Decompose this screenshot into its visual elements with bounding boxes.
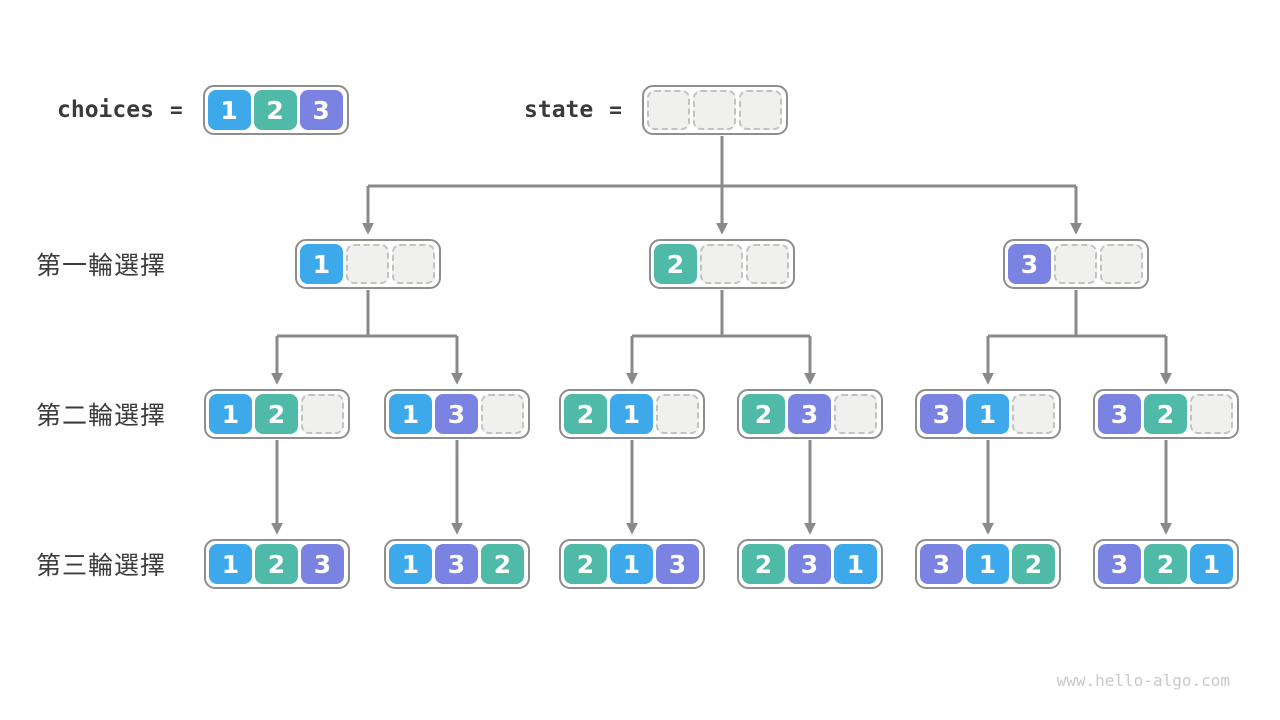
state-array — [641, 85, 788, 135]
array-cell-1: 1 — [209, 544, 252, 584]
array-cell-2: 2 — [742, 544, 785, 584]
array-cell-empty — [392, 244, 435, 284]
array-cell-3: 3 — [435, 544, 478, 584]
array-cell-empty — [700, 244, 743, 284]
array-cell-2: 2 — [1012, 544, 1055, 584]
state-label: state — [524, 97, 594, 123]
array-cell-3: 3 — [1098, 544, 1141, 584]
node-l1-1: 1 — [295, 239, 441, 289]
array-cell-2: 2 — [255, 394, 298, 434]
array-cell-1: 1 — [966, 394, 1009, 434]
array-cell-1: 1 — [389, 544, 432, 584]
array-cell-3: 3 — [1098, 394, 1141, 434]
state-equation: state = — [524, 85, 788, 135]
array-cell-empty — [1054, 244, 1097, 284]
array-cell-empty — [646, 90, 690, 130]
array-cell-2: 2 — [742, 394, 785, 434]
array-cell-empty — [1012, 394, 1055, 434]
array-cell-2: 2 — [564, 394, 607, 434]
round-1-label: 第一輪選擇 — [36, 252, 167, 280]
array-cell-1: 1 — [610, 394, 653, 434]
array-cell-2: 2 — [564, 544, 607, 584]
array-cell-3: 3 — [299, 90, 343, 130]
state-equals-sign: = — [609, 98, 622, 122]
array-cell-empty — [738, 90, 782, 130]
node-l1-3: 3 — [1003, 239, 1149, 289]
array-cell-empty — [301, 394, 344, 434]
array-cell-empty — [1190, 394, 1233, 434]
array-cell-1: 1 — [834, 544, 877, 584]
array-cell-empty — [746, 244, 789, 284]
watermark-url: www.hello-algo.com — [1056, 671, 1230, 690]
round-2-label: 第二輪選擇 — [36, 402, 167, 430]
array-cell-2: 2 — [253, 90, 297, 130]
choices-equals-sign: = — [169, 98, 183, 122]
array-cell-1: 1 — [610, 544, 653, 584]
array-cell-3: 3 — [920, 394, 963, 434]
array-cell-empty — [481, 394, 524, 434]
array-cell-1: 1 — [207, 90, 251, 130]
array-cell-1: 1 — [389, 394, 432, 434]
array-cell-empty — [656, 394, 699, 434]
array-cell-2: 2 — [255, 544, 298, 584]
array-cell-2: 2 — [654, 244, 697, 284]
array-cell-empty — [1100, 244, 1143, 284]
node-l1-2: 2 — [649, 239, 795, 289]
array-cell-1: 1 — [1190, 544, 1233, 584]
array-cell-empty — [346, 244, 389, 284]
array-cell-3: 3 — [435, 394, 478, 434]
array-cell-1: 1 — [209, 394, 252, 434]
choices-label: choices — [57, 97, 154, 123]
array-cell-2: 2 — [1144, 394, 1187, 434]
array-cell-3: 3 — [656, 544, 699, 584]
array-cell-2: 2 — [481, 544, 524, 584]
array-cell-1: 1 — [966, 544, 1009, 584]
array-cell-3: 3 — [920, 544, 963, 584]
array-cell-empty — [692, 90, 736, 130]
array-cell-3: 3 — [301, 544, 344, 584]
array-cell-3: 3 — [788, 544, 831, 584]
array-cell-3: 3 — [788, 394, 831, 434]
array-cell-2: 2 — [1144, 544, 1187, 584]
array-cell-empty — [834, 394, 877, 434]
array-cell-3: 3 — [1008, 244, 1051, 284]
array-cell-1: 1 — [300, 244, 343, 284]
round-3-label: 第三輪選擇 — [36, 552, 167, 580]
